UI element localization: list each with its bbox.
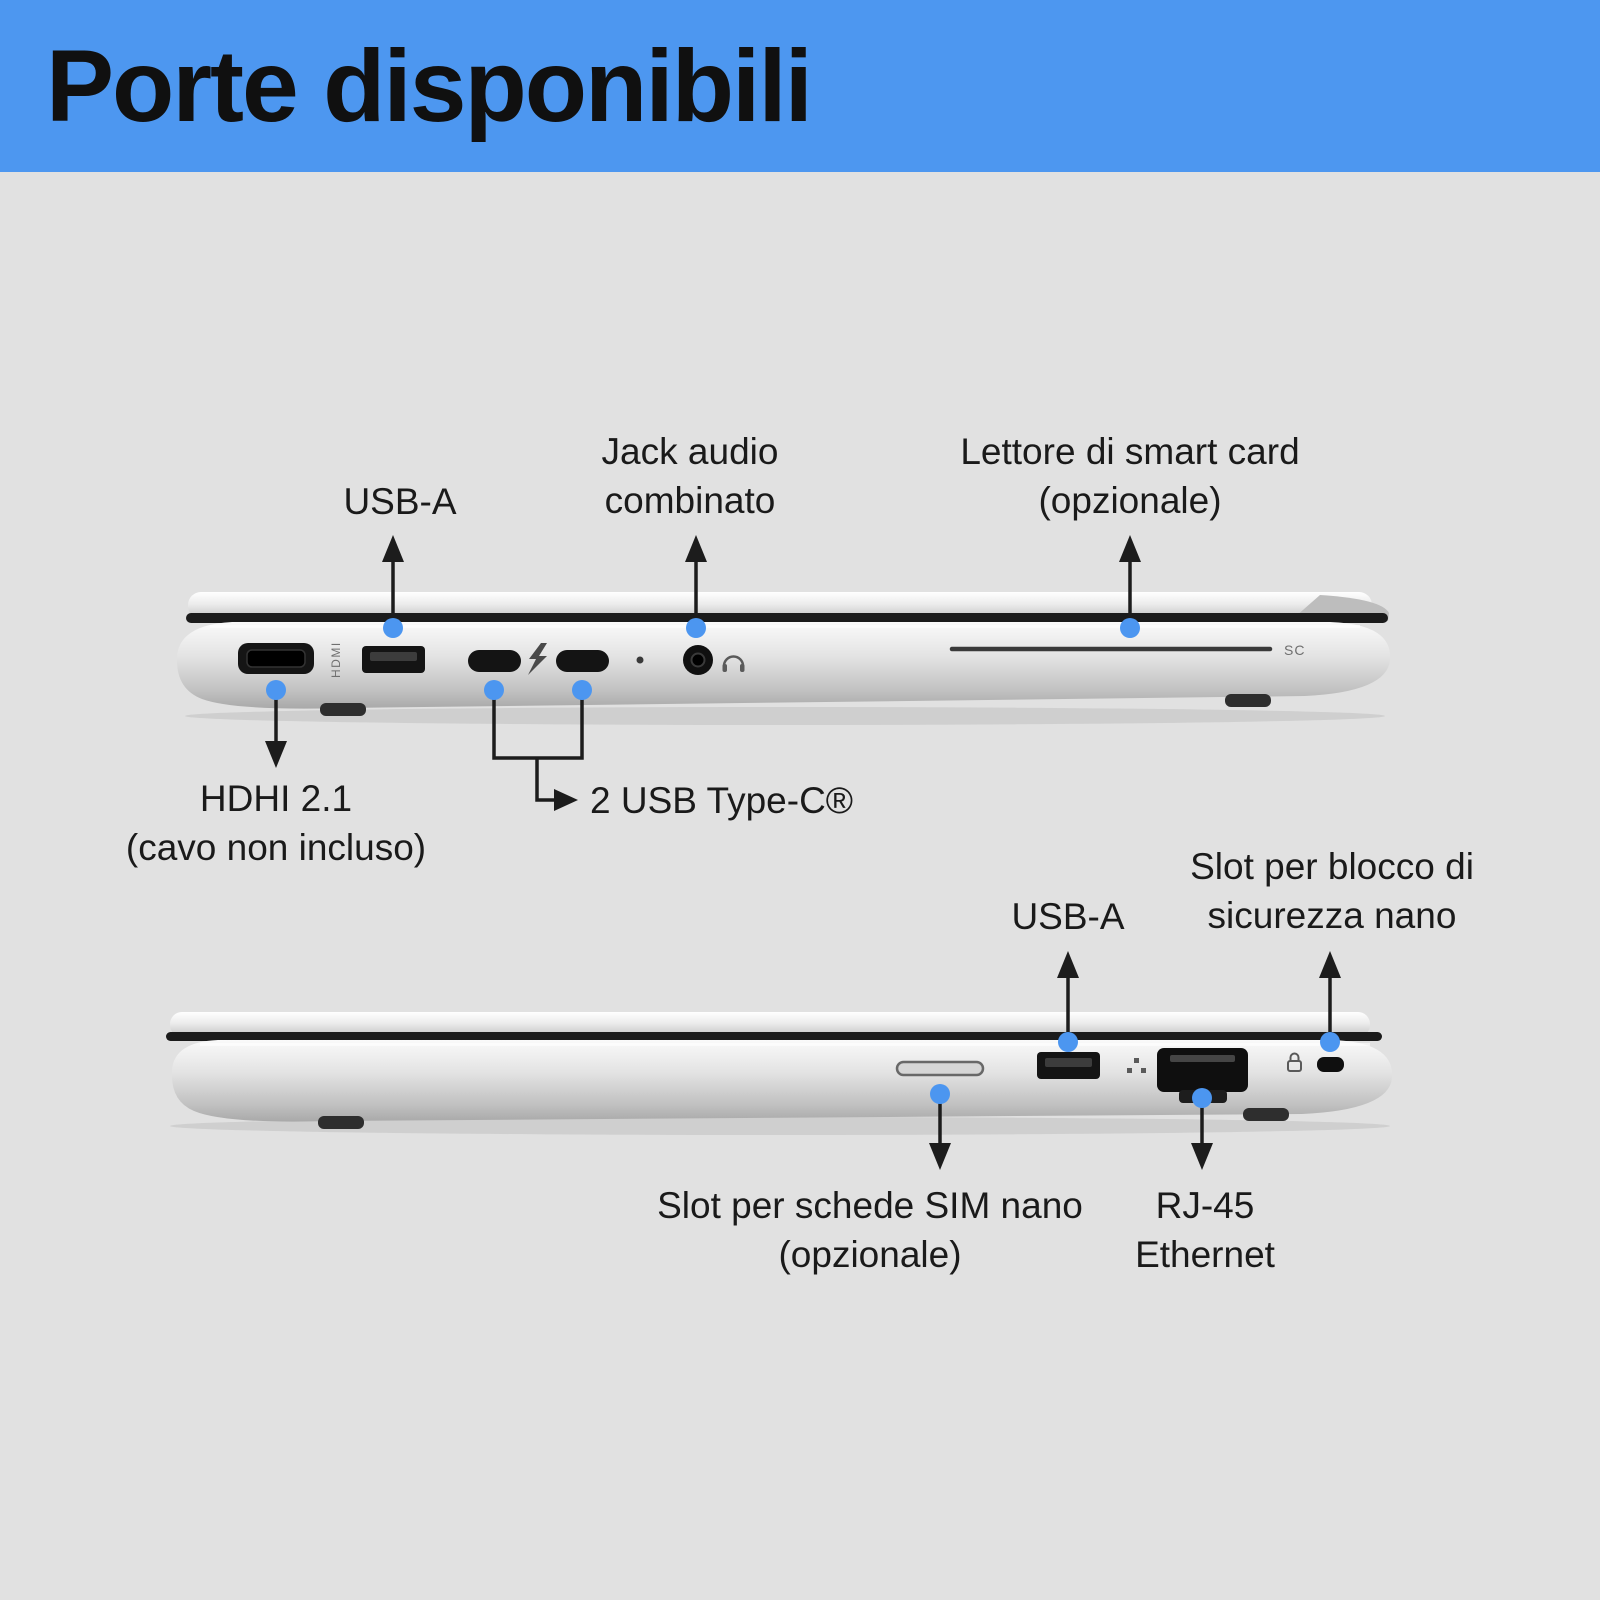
dot-usb-c-1 (484, 680, 504, 700)
label-line: (opzionale) (1038, 479, 1222, 521)
usb-c-port-1 (468, 650, 521, 672)
hdmi-port-marking: HDMI (329, 641, 343, 678)
label-smart-card: Lettore di smart card (opzionale) (960, 428, 1299, 526)
label-line: Ethernet (1135, 1233, 1275, 1275)
label-line: Lettore di smart card (960, 431, 1300, 472)
laptop-bottom-foot-right (1243, 1108, 1289, 1121)
usb-a-port-top (362, 646, 425, 673)
dot-audio-jack (686, 618, 706, 638)
label-line: (opzionale) (778, 1233, 962, 1275)
label-security-slot: Slot per blocco di sicurezza nano (1190, 843, 1474, 941)
label-sim-slot: Slot per schede SIM nano (opzionale) (657, 1182, 1083, 1280)
dot-rj45 (1192, 1088, 1212, 1108)
laptop-top-base-highlight (210, 625, 1360, 628)
sim-card-slot (895, 1060, 985, 1077)
arrowhead-audio-jack (685, 535, 707, 562)
dot-sim-slot (930, 1084, 950, 1104)
label-line: RJ-45 (1155, 1185, 1255, 1226)
lock-icon (1287, 1052, 1302, 1072)
label-line: combinato (604, 479, 776, 521)
audio-jack-port (683, 645, 713, 675)
usb-a-port-bottom (1037, 1052, 1100, 1079)
laptop-top-port-dots (266, 618, 1140, 700)
arrowhead-hdmi (265, 741, 287, 768)
label-line: 2 USB Type-C® (590, 780, 854, 821)
laptop-bottom-port-dots (930, 1032, 1340, 1108)
label-line: (cavo non incluso) (125, 826, 427, 868)
label-usb-a-top: USB-A (343, 478, 456, 527)
laptop-bottom-lid (170, 1012, 1370, 1037)
laptop-bottom-illustration (166, 1012, 1393, 1135)
label-usb-a-bottom: USB-A (1011, 893, 1124, 942)
dot-smart-card (1120, 618, 1140, 638)
arrowhead-usb-c (554, 789, 578, 811)
laptop-top-callouts (274, 560, 1132, 802)
headset-icon (722, 655, 745, 672)
dot-usb-a-bottom (1058, 1032, 1078, 1052)
thunderbolt-icon (528, 643, 547, 675)
hdmi-port (238, 643, 314, 674)
label-line: Jack audio (601, 431, 779, 472)
label-audio-jack: Jack audio combinato (602, 428, 779, 526)
laptop-top-arrowheads (265, 535, 1141, 811)
usb-c-port-2 (556, 650, 609, 672)
label-usb-c: 2 USB Type-C® (590, 777, 853, 826)
laptop-bottom-base-highlight (200, 1043, 1370, 1046)
arrowhead-usb-a-bottom (1057, 951, 1079, 978)
dot-usb-c-2 (572, 680, 592, 700)
laptop-top-base (176, 622, 1391, 709)
dot-security-slot (1320, 1032, 1340, 1052)
rj45-port (1157, 1048, 1248, 1103)
laptop-top-illustration: HDMI SC (176, 592, 1391, 725)
label-line: Slot per schede SIM nano (657, 1185, 1083, 1226)
label-line: HDHI 2.1 (199, 778, 353, 819)
mic-hole (636, 656, 644, 664)
callout-corner-usb-c (535, 758, 560, 802)
smart-card-marking: SC (1284, 642, 1305, 658)
nano-lock-slot (1317, 1057, 1344, 1072)
arrowhead-usb-a-top (382, 535, 404, 562)
arrowhead-security-slot (1319, 951, 1341, 978)
dot-hdmi (266, 680, 286, 700)
label-line: Slot per blocco di (1190, 846, 1474, 887)
page-title: Porte disponibili (46, 28, 813, 143)
laptop-bottom-seam (166, 1032, 1382, 1041)
arrowhead-smart-card (1119, 535, 1141, 562)
laptop-top-seam (186, 613, 1388, 623)
laptop-top-foot-left (320, 703, 366, 716)
label-hdmi: HDHI 2.1 (cavo non incluso) (126, 775, 426, 873)
label-line: USB-A (343, 481, 457, 522)
laptop-top-lid (188, 592, 1372, 619)
label-line: sicurezza nano (1207, 894, 1457, 936)
label-rj45: RJ-45 Ethernet (1135, 1182, 1275, 1280)
dot-usb-a-top (383, 618, 403, 638)
laptop-top-foot-right (1225, 694, 1271, 707)
laptop-bottom-foot-left (318, 1116, 364, 1129)
arrowhead-sim-slot (929, 1143, 951, 1170)
arrowhead-rj45 (1191, 1143, 1213, 1170)
header-banner: Porte disponibili (0, 0, 1600, 172)
label-line: USB-A (1011, 896, 1125, 937)
laptop-bottom-shadow (170, 1117, 1390, 1135)
network-icon (1127, 1058, 1146, 1073)
laptop-top-shadow (185, 707, 1385, 725)
laptop-bottom-arrowheads (929, 951, 1341, 1170)
